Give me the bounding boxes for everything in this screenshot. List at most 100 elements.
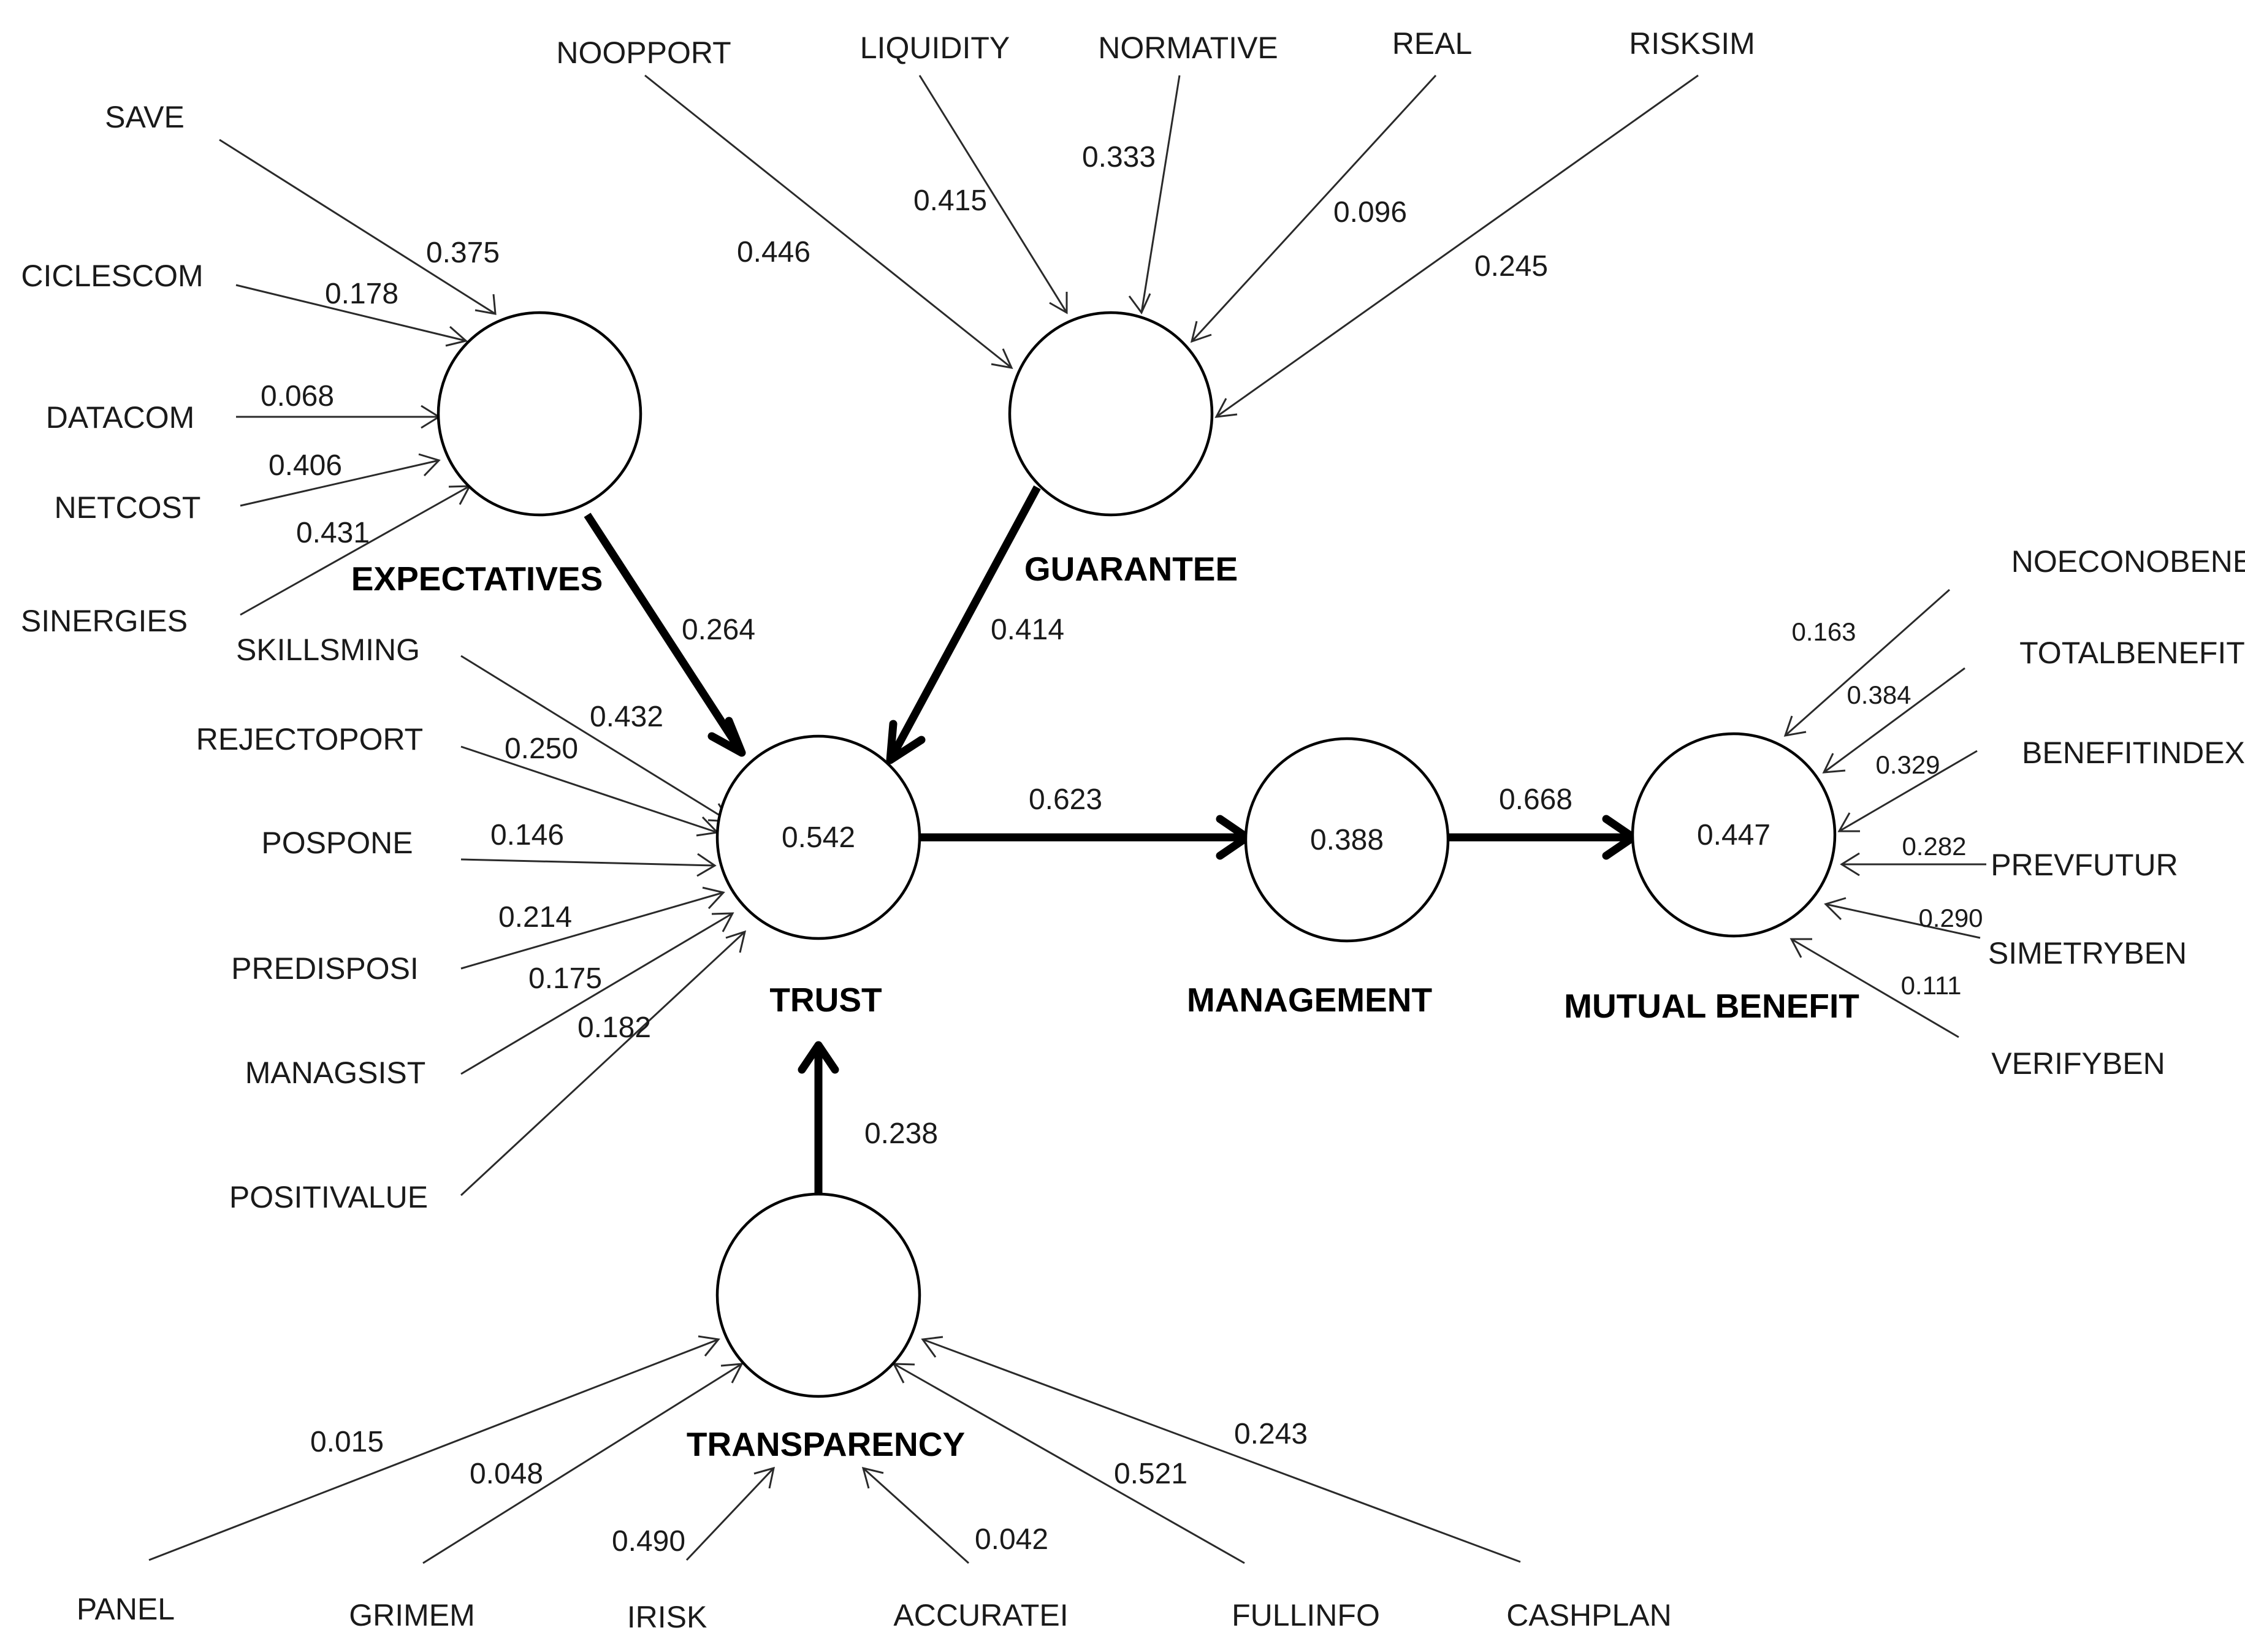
r2-trust: 0.542 <box>782 821 855 854</box>
weight-liquidity: 0.415 <box>913 185 987 217</box>
node-management <box>1244 737 1450 943</box>
arrowhead-save <box>475 294 497 315</box>
weight-prevfutur: 0.282 <box>1902 832 1966 861</box>
indicator-benefitindex: BENEFITINDEX <box>2022 736 2245 770</box>
indicator-verifyben: VERIFYBEN <box>1991 1046 2165 1081</box>
label-trust: TRUST <box>769 981 882 1019</box>
weight-accuratei: 0.042 <box>975 1523 1048 1556</box>
weight-panel: 0.015 <box>310 1426 384 1458</box>
weight-transparency-trust: 0.238 <box>864 1117 938 1150</box>
arrowhead-prevfutur <box>1840 852 1860 877</box>
arrow-pospone <box>460 858 715 867</box>
weight-managsist: 0.175 <box>528 962 602 995</box>
indicator-fullinfo: FULLINFO <box>1232 1598 1380 1632</box>
weight-real: 0.096 <box>1333 196 1407 229</box>
arrow-real <box>1191 74 1437 343</box>
weight-pospone: 0.146 <box>490 819 564 851</box>
indicator-normative: NORMATIVE <box>1098 31 1278 65</box>
indicator-rejectoport: REJECTOPORT <box>196 722 423 756</box>
indicator-prevfutur: PREVFUTUR <box>1991 848 2178 882</box>
arrowhead-noeconobene <box>1783 715 1807 737</box>
indicator-managsist: MANAGSIST <box>245 1056 425 1090</box>
node-expectatives <box>436 311 642 517</box>
weight-predisposi: 0.214 <box>498 901 572 934</box>
indicator-grimem: GRIMEM <box>349 1598 475 1632</box>
indicator-positivalue: POSITIVALUE <box>229 1180 428 1214</box>
arrowhead-cashplan <box>921 1336 943 1358</box>
weight-risksim: 0.245 <box>1474 250 1548 283</box>
arrow-noopport <box>644 74 1012 369</box>
arrow-verifyben <box>1791 938 1959 1038</box>
node-transparency <box>715 1192 921 1398</box>
indicator-netcost: NETCOST <box>55 490 201 525</box>
arrow-panel <box>148 1338 719 1561</box>
arrow-grimem <box>422 1363 742 1564</box>
label-expectatives: EXPECTATIVES <box>351 560 603 598</box>
arrow-cashplan <box>922 1338 1521 1563</box>
weight-trust-management: 0.623 <box>1029 783 1102 816</box>
weight-irisk: 0.490 <box>612 1525 685 1558</box>
indicator-save: SAVE <box>105 100 185 134</box>
arrow-accuratei <box>862 1467 970 1564</box>
arrowhead-accuratei <box>861 1466 884 1489</box>
indicator-panel: PANEL <box>77 1592 175 1626</box>
node-guarantee <box>1008 311 1214 517</box>
indicator-skillsming: SKILLSMING <box>236 633 420 667</box>
weight-grimem: 0.048 <box>470 1458 543 1490</box>
indicator-simetryben: SIMETRYBEN <box>1988 936 2187 970</box>
node-trust <box>715 734 921 940</box>
indicator-ciclescom: CICLESCOM <box>21 259 203 293</box>
arrowhead-risksim <box>1214 398 1238 418</box>
arrowhead-panel <box>698 1335 720 1357</box>
indicator-datacom: DATACOM <box>46 400 195 435</box>
arrowhead-real <box>1190 321 1212 343</box>
weight-normative: 0.333 <box>1082 141 1156 173</box>
indicator-totalbenefit: TOTALBENEFIT <box>2019 636 2245 670</box>
weight-expectatives-trust: 0.264 <box>682 614 755 646</box>
indicator-irisk: IRISK <box>627 1600 707 1634</box>
weight-cashplan: 0.243 <box>1234 1418 1308 1450</box>
indicator-arrows <box>148 74 1986 1564</box>
weight-fullinfo: 0.521 <box>1114 1458 1187 1490</box>
indicator-liquidity: LIQUIDITY <box>860 31 1010 65</box>
path-guarantee-trust <box>886 485 1041 763</box>
weight-ciclescom: 0.178 <box>325 278 398 310</box>
label-guarantee: GUARANTEE <box>1024 550 1238 588</box>
indicator-noeconobene: NOECONOBENE <box>2011 544 2245 579</box>
arrow-simetryben <box>1825 903 1981 939</box>
arrow-managsist <box>460 912 733 1075</box>
arrow-positivalue <box>460 931 746 1197</box>
r2-management: 0.388 <box>1310 824 1384 856</box>
indicator-real: REAL <box>1392 26 1473 61</box>
indicator-names: SAVE CICLESCOM DATACOM NETCOST SINERGIES… <box>21 26 2245 1634</box>
label-management: MANAGEMENT <box>1187 981 1432 1019</box>
indicator-predisposi: PREDISPOSI <box>231 951 419 986</box>
weight-simetryben: 0.290 <box>1918 904 1983 932</box>
arrow-predisposi <box>460 891 724 970</box>
weight-management-mutual-benefit: 0.668 <box>1499 783 1572 816</box>
arrowhead-pospone <box>696 853 717 877</box>
weight-guarantee-trust: 0.414 <box>991 614 1064 646</box>
weight-rejectoport: 0.250 <box>505 733 578 765</box>
arrow-noeconobene <box>1785 588 1950 737</box>
weight-noeconobene: 0.163 <box>1791 617 1856 646</box>
r2-mutual-benefit: 0.447 <box>1697 819 1770 851</box>
weight-save: 0.375 <box>426 237 500 269</box>
weight-netcost: 0.406 <box>269 449 342 482</box>
arrowhead-positivalue <box>725 930 747 953</box>
arrow-totalbenefit <box>1823 667 1965 774</box>
arrowhead-noopport <box>991 348 1013 369</box>
arrowhead-benefitindex <box>1837 812 1860 832</box>
weight-positivalue: 0.182 <box>577 1011 651 1044</box>
arrow-skillsming <box>460 655 730 823</box>
arrow-save <box>219 139 496 315</box>
arrowhead-ciclescom <box>445 325 468 347</box>
arrowhead-netcost <box>418 453 441 477</box>
arrow-irisk <box>685 1467 775 1561</box>
construct-labels: EXPECTATIVES GUARANTEE TRUST MANAGEMENT … <box>351 550 1859 1463</box>
label-mutual-benefit: MUTUAL BENEFIT <box>1564 987 1859 1025</box>
arrowhead-predisposi <box>702 886 725 910</box>
arrow-netcost <box>240 459 440 507</box>
arrowhead-grimem <box>720 1363 744 1384</box>
arrow-sinergies <box>240 485 470 616</box>
